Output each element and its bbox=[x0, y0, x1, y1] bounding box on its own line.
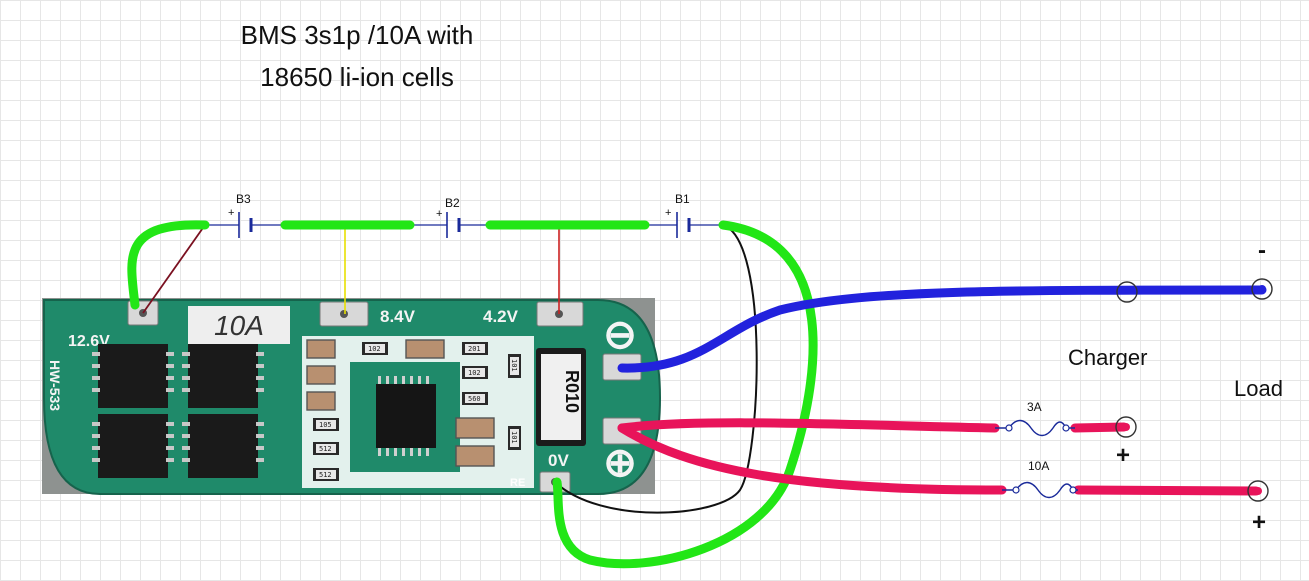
green-wires bbox=[127, 220, 818, 569]
mosfet-array bbox=[98, 344, 258, 478]
charger-plus-sign: + bbox=[1116, 442, 1130, 469]
wire-b3-to-12v6 bbox=[127, 220, 210, 310]
smd-resistors bbox=[313, 342, 521, 481]
pad-label-4v2: 4.2V bbox=[483, 307, 519, 326]
wire-positive-to-load-fuse bbox=[617, 423, 1007, 495]
charger-label: Charger bbox=[1068, 345, 1147, 370]
mosfet-legs bbox=[92, 352, 264, 462]
load-label: Load bbox=[1234, 376, 1283, 401]
battery-b1-label: B1 bbox=[675, 192, 690, 206]
pad-label-8v4: 8.4V bbox=[380, 307, 416, 326]
battery-b3-label: B3 bbox=[236, 192, 251, 206]
smd-code-1: 102 bbox=[368, 345, 381, 353]
controller-ic bbox=[376, 384, 436, 448]
shunt-resistor-face bbox=[541, 354, 581, 440]
battery-b2-label: B2 bbox=[445, 196, 460, 210]
rating-label: 10A bbox=[214, 310, 264, 341]
negative-sign: - bbox=[1258, 237, 1266, 264]
pad-label-0v: 0V bbox=[548, 451, 569, 470]
smd-code-4: 560 bbox=[468, 395, 481, 403]
battery-b1: B1 + bbox=[665, 192, 691, 238]
shunt-resistor-marking: R010 bbox=[562, 370, 582, 413]
smd-code-3: 102 bbox=[468, 369, 481, 377]
controller-ic-pins bbox=[378, 376, 429, 456]
rating-box bbox=[188, 306, 290, 344]
wire-positive-to-charger-fuse bbox=[617, 418, 1000, 433]
pad-8v4-hole bbox=[340, 310, 348, 318]
load-plus-sign: + bbox=[1252, 509, 1266, 536]
battery-b2: B2 + bbox=[436, 196, 461, 238]
wire-load-positive bbox=[1073, 485, 1261, 496]
terminal-charger-positive bbox=[1115, 416, 1137, 438]
title-line-1: BMS 3s1p /10A with bbox=[241, 20, 474, 50]
wire-negative-output bbox=[617, 285, 1267, 373]
terminal-load-negative bbox=[1251, 278, 1273, 300]
wire-b1-negative bbox=[554, 224, 758, 514]
smd-code-7: 512 bbox=[319, 471, 332, 479]
battery-b2-plus: + bbox=[436, 208, 442, 220]
smd-code-6: 512 bbox=[319, 445, 332, 453]
minus-terminal-symbol: ⊖ bbox=[603, 313, 637, 357]
capacitors bbox=[306, 339, 495, 467]
fuse-3a: 3A bbox=[995, 400, 1075, 437]
smd-code-2: 201 bbox=[468, 345, 481, 353]
smd-code-5: 105 bbox=[319, 421, 332, 429]
battery-b3: B3 + bbox=[228, 192, 253, 238]
battery-b1-plus: + bbox=[665, 207, 671, 219]
plus-terminal-symbol: ⊕ bbox=[603, 441, 637, 485]
fuse-3a-label: 3A bbox=[1027, 400, 1042, 414]
smd-code-9: 101 bbox=[510, 431, 518, 444]
smd-code-8: 101 bbox=[510, 359, 518, 372]
bms-board: 12.6V HW-533 10A 8.4V 4.2V 0V RE ⊖ ⊕ bbox=[42, 298, 662, 495]
fuse-10a-label: 10A bbox=[1028, 459, 1049, 473]
positive-wires bbox=[617, 418, 1261, 496]
fuse-10a: 10A bbox=[1002, 459, 1078, 499]
title-line-2: 18650 li-ion cells bbox=[260, 62, 454, 92]
board-model-label: HW-533 bbox=[47, 360, 63, 411]
wire-b1-to-0v bbox=[552, 220, 818, 569]
battery-b3-plus: + bbox=[228, 207, 234, 219]
terminal-load-positive bbox=[1247, 480, 1269, 502]
terminal-charger-negative bbox=[1116, 281, 1138, 303]
wire-b3-positive bbox=[142, 224, 206, 314]
